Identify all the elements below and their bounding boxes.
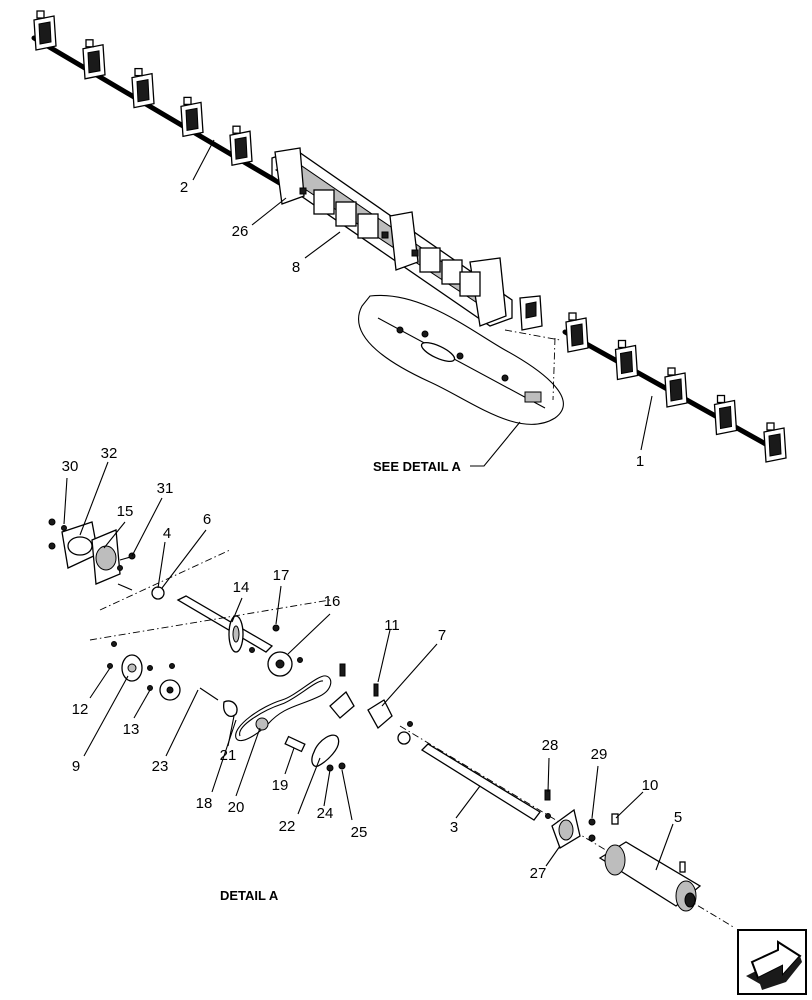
callout-26: 26 <box>232 223 249 240</box>
callout-29: 29 <box>591 746 608 763</box>
callout-21: 21 <box>220 747 237 764</box>
bearing-27-group <box>544 789 596 849</box>
left-finger-bracket <box>131 67 155 109</box>
detail-a-title: DETAIL A <box>220 888 279 903</box>
coupler-5-group <box>598 813 702 912</box>
tensioner-group <box>329 663 413 745</box>
shaft-14-group <box>89 595 331 653</box>
left-finger-bracket <box>229 125 253 166</box>
callout-22: 22 <box>279 818 296 835</box>
callout-30: 30 <box>62 458 79 475</box>
callout-4: 4 <box>163 525 171 542</box>
next-page-button[interactable] <box>737 929 807 995</box>
callout-2: 2 <box>180 179 188 196</box>
callout-25: 25 <box>351 824 368 841</box>
callout-6: 6 <box>203 511 211 528</box>
callout-14: 14 <box>233 579 250 596</box>
detail-a-scope <box>358 294 564 425</box>
callout-7: 7 <box>438 627 446 644</box>
right-finger-bracket <box>664 367 688 408</box>
chain-and-pin-group <box>284 734 346 772</box>
left-finger-bracket <box>82 39 106 80</box>
callout-31: 31 <box>157 480 174 497</box>
callout-leaders <box>63 139 674 871</box>
belt-and-idler <box>235 675 332 742</box>
callout-19: 19 <box>272 777 289 794</box>
callout-15: 15 <box>117 503 134 520</box>
callout-numbers: 2 26 8 1 30 32 15 31 4 6 14 17 16 11 7 1… <box>62 179 683 882</box>
callout-16: 16 <box>324 593 341 610</box>
callout-9: 9 <box>72 758 80 775</box>
callout-8: 8 <box>292 259 300 276</box>
right-finger-bracket <box>713 394 738 436</box>
callout-28: 28 <box>542 737 559 754</box>
right-finger-bracket <box>763 422 787 463</box>
callout-24: 24 <box>317 805 334 822</box>
lower-left-group <box>107 641 238 717</box>
callout-13: 13 <box>123 721 140 738</box>
callout-23: 23 <box>152 758 169 775</box>
callout-18: 18 <box>196 795 213 812</box>
callout-20: 20 <box>228 799 245 816</box>
left-finger-bracket <box>180 96 204 138</box>
right-finger-bar-assembly <box>562 312 787 463</box>
callout-17: 17 <box>273 567 290 584</box>
right-finger-bracket <box>565 312 589 353</box>
callout-27: 27 <box>530 865 547 882</box>
right-finger-bracket <box>614 339 639 381</box>
center-housing-assembly <box>271 147 543 331</box>
next-page-arrow-icon <box>746 940 802 990</box>
callout-1: 1 <box>636 453 644 470</box>
callout-3: 3 <box>450 819 458 836</box>
callout-5: 5 <box>674 809 682 826</box>
callout-10: 10 <box>642 777 659 794</box>
see-detail-a-label: SEE DETAIL A <box>373 459 461 474</box>
sprocket-16 <box>267 651 303 677</box>
left-finger-bracket <box>33 10 57 51</box>
left-finger-bar-assembly <box>31 10 303 198</box>
callout-11: 11 <box>384 617 400 634</box>
callout-12: 12 <box>72 701 89 718</box>
left-bearing-group <box>48 518 231 611</box>
callout-32: 32 <box>101 445 118 462</box>
